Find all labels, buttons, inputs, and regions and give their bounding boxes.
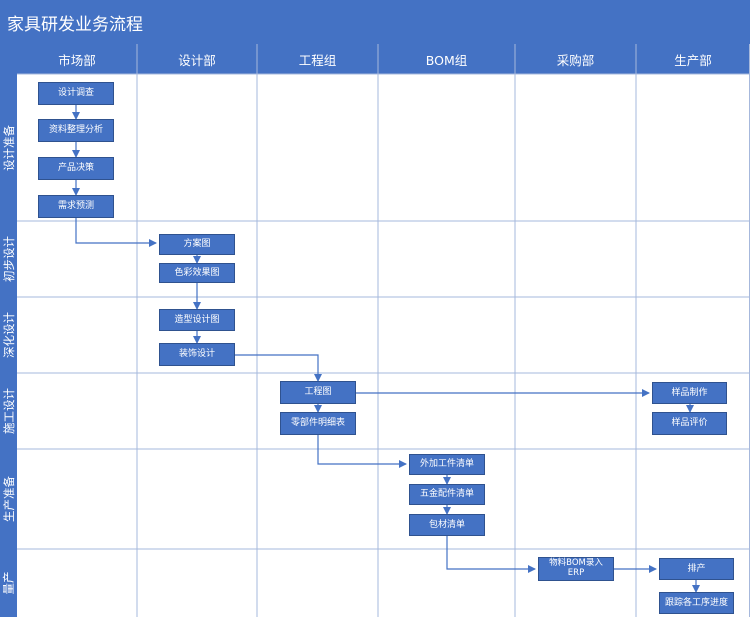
connector-parts-to-outsourced	[317, 435, 407, 468]
process-demand-forecast: 需求预测	[38, 195, 114, 218]
process-bom-entry-erp: 物料BOM录入 ERP	[538, 557, 614, 581]
bom-entry-line-2: ERP	[567, 568, 585, 578]
process-outsourced-parts-list: 外加工件清单	[409, 454, 485, 475]
diagram-title: 家具研发业务流程	[7, 15, 143, 35]
column-header-purchasing: 采购部	[556, 52, 595, 68]
column-header-design: 设计部	[178, 52, 216, 68]
connector-forecast-to-plan	[75, 218, 157, 247]
process-sample-evaluation: 样品评价	[652, 412, 727, 435]
column-header-bom: BOM组	[425, 52, 468, 68]
bom-entry-line-1: 物料BOM录入	[549, 558, 603, 569]
process-hardware-list: 五金配件清单	[409, 484, 485, 505]
connector-packaging-to-bom-entry	[446, 536, 536, 573]
process-track-progress: 跟踪各工序进度	[659, 592, 734, 614]
column-header-production: 生产部	[674, 52, 712, 68]
process-sample-making: 样品制作	[652, 382, 727, 404]
lane-label-column	[0, 74, 17, 617]
process-data-analysis: 资料整理分析	[38, 119, 114, 142]
process-packaging-list: 包材清单	[409, 514, 485, 536]
column-header-engineering: 工程组	[298, 52, 337, 68]
process-form-design: 造型设计图	[159, 309, 235, 331]
process-color-rendering: 色彩效果图	[159, 263, 235, 283]
column-header-market: 市场部	[58, 52, 96, 68]
process-design-survey: 设计调查	[38, 82, 114, 105]
process-product-decision: 产品决策	[38, 157, 114, 180]
column-header-row	[0, 44, 750, 74]
process-engineering-drawing: 工程图	[280, 381, 356, 404]
connector-decoration-to-engineering	[234, 354, 322, 382]
process-scheduling: 排产	[659, 558, 734, 580]
process-plan-drawing: 方案图	[159, 234, 235, 255]
process-parts-list: 零部件明细表	[280, 412, 356, 435]
title-bar	[0, 0, 750, 44]
process-decoration-design: 装饰设计	[159, 343, 235, 366]
